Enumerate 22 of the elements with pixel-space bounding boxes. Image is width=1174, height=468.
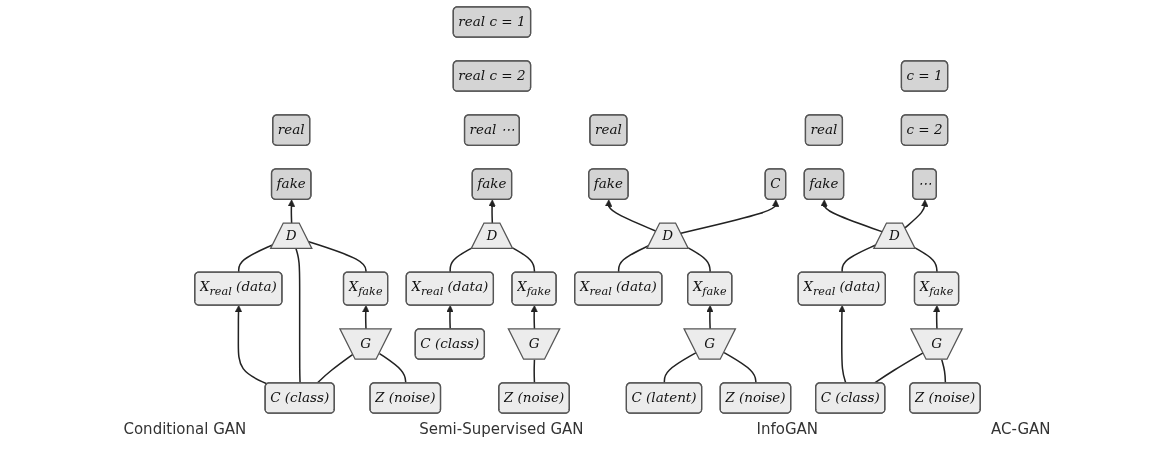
panel-caption: AC-GAN [990,420,1051,438]
arrow [679,199,779,234]
arrow [445,305,454,330]
connector [722,351,757,384]
connector [511,247,535,274]
connector [873,352,924,384]
connector [663,351,697,384]
connector [913,247,938,274]
arrow [234,305,268,385]
arrow [903,199,928,229]
arrow [819,199,883,233]
connector [448,247,473,274]
arrow [837,305,847,384]
connector [294,248,301,384]
connector [307,241,367,274]
connector [315,353,354,384]
panel-caption: Conditional GAN [123,420,247,438]
panel-caption: InfoGAN [756,420,819,438]
panel-caption: Semi-Supervised GAN [419,420,584,438]
connector [378,352,406,384]
arrow [604,199,657,232]
connector [686,247,711,274]
